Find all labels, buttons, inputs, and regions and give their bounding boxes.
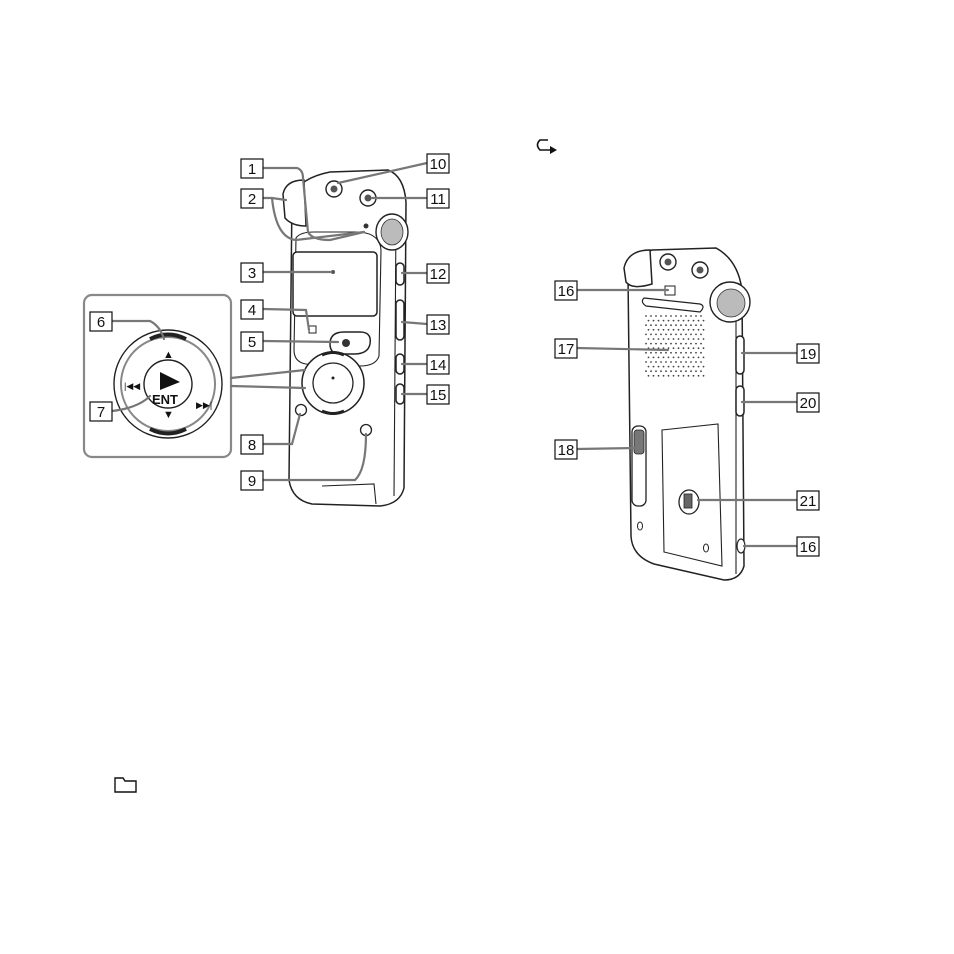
next-symbol: ▶▶| bbox=[196, 400, 212, 410]
up-arrow-symbol: ▲ bbox=[163, 349, 174, 361]
built-in-mic-dot bbox=[364, 224, 369, 229]
callout-20: 20 bbox=[797, 393, 819, 412]
svg-text:14: 14 bbox=[430, 357, 447, 374]
svg-text:2: 2 bbox=[248, 191, 256, 208]
recorder-front-view bbox=[283, 170, 408, 506]
svg-text:15: 15 bbox=[430, 387, 447, 404]
enter-label: ENT bbox=[152, 392, 178, 407]
usb-slide-lever bbox=[632, 426, 646, 506]
callout-5: 5 bbox=[241, 332, 263, 351]
callout-3: 3 bbox=[241, 263, 263, 282]
back-right-mic-grille bbox=[710, 282, 750, 322]
callout-15: 15 bbox=[427, 385, 449, 404]
callout-1: 1 bbox=[241, 159, 263, 178]
callout-6: 6 bbox=[90, 312, 112, 331]
callout-13: 13 bbox=[427, 315, 449, 334]
side-button-13 bbox=[396, 300, 404, 340]
front-right-mic-grille bbox=[376, 214, 408, 250]
svg-text:4: 4 bbox=[248, 302, 256, 319]
svg-text:16: 16 bbox=[800, 539, 817, 556]
svg-text:8: 8 bbox=[248, 437, 256, 454]
svg-text:17: 17 bbox=[558, 341, 575, 358]
callout-4: 4 bbox=[241, 300, 263, 319]
callout-18: 18 bbox=[555, 440, 577, 459]
svg-text:7: 7 bbox=[97, 404, 105, 421]
svg-text:19: 19 bbox=[800, 346, 817, 363]
svg-text:13: 13 bbox=[430, 317, 447, 334]
svg-text:18: 18 bbox=[558, 442, 575, 459]
folder-icon bbox=[115, 778, 136, 792]
svg-text:9: 9 bbox=[248, 473, 256, 490]
svg-text:11: 11 bbox=[430, 191, 446, 208]
callout-14: 14 bbox=[427, 355, 449, 374]
front-control-ring bbox=[302, 352, 364, 414]
return-arrow-icon bbox=[538, 140, 558, 154]
callout-11: 11 bbox=[427, 189, 449, 208]
callout-16-top: 16 bbox=[555, 281, 577, 300]
svg-text:21: 21 bbox=[800, 493, 817, 510]
callout-21: 21 bbox=[797, 491, 819, 510]
battery-release bbox=[679, 490, 699, 514]
down-arrow-symbol: ▼ bbox=[163, 409, 174, 421]
callout-12: 12 bbox=[427, 264, 449, 283]
callout-10: 10 bbox=[427, 154, 449, 173]
callout-7: 7 bbox=[90, 402, 112, 421]
svg-text:1: 1 bbox=[248, 161, 256, 178]
callout-17: 17 bbox=[555, 339, 577, 358]
svg-text:3: 3 bbox=[248, 265, 256, 282]
control-pad-detail: ▲ ▼ |◀◀ ▶▶| ENT bbox=[84, 295, 305, 457]
callout-2: 2 bbox=[241, 189, 263, 208]
callout-19: 19 bbox=[797, 344, 819, 363]
svg-text:12: 12 bbox=[430, 266, 447, 283]
previous-symbol: |◀◀ bbox=[124, 381, 140, 391]
callout-16-bottom: 16 bbox=[797, 537, 819, 556]
svg-text:6: 6 bbox=[97, 314, 105, 331]
svg-text:5: 5 bbox=[248, 334, 256, 351]
side-switch-19 bbox=[736, 336, 744, 374]
callout-9: 9 bbox=[241, 471, 263, 490]
svg-text:10: 10 bbox=[430, 156, 447, 173]
svg-text:20: 20 bbox=[800, 395, 817, 412]
display-window bbox=[293, 252, 377, 316]
operation-indicator bbox=[309, 326, 316, 333]
callout-8: 8 bbox=[241, 435, 263, 454]
recorder-back-view bbox=[624, 248, 750, 580]
svg-text:16: 16 bbox=[558, 283, 575, 300]
